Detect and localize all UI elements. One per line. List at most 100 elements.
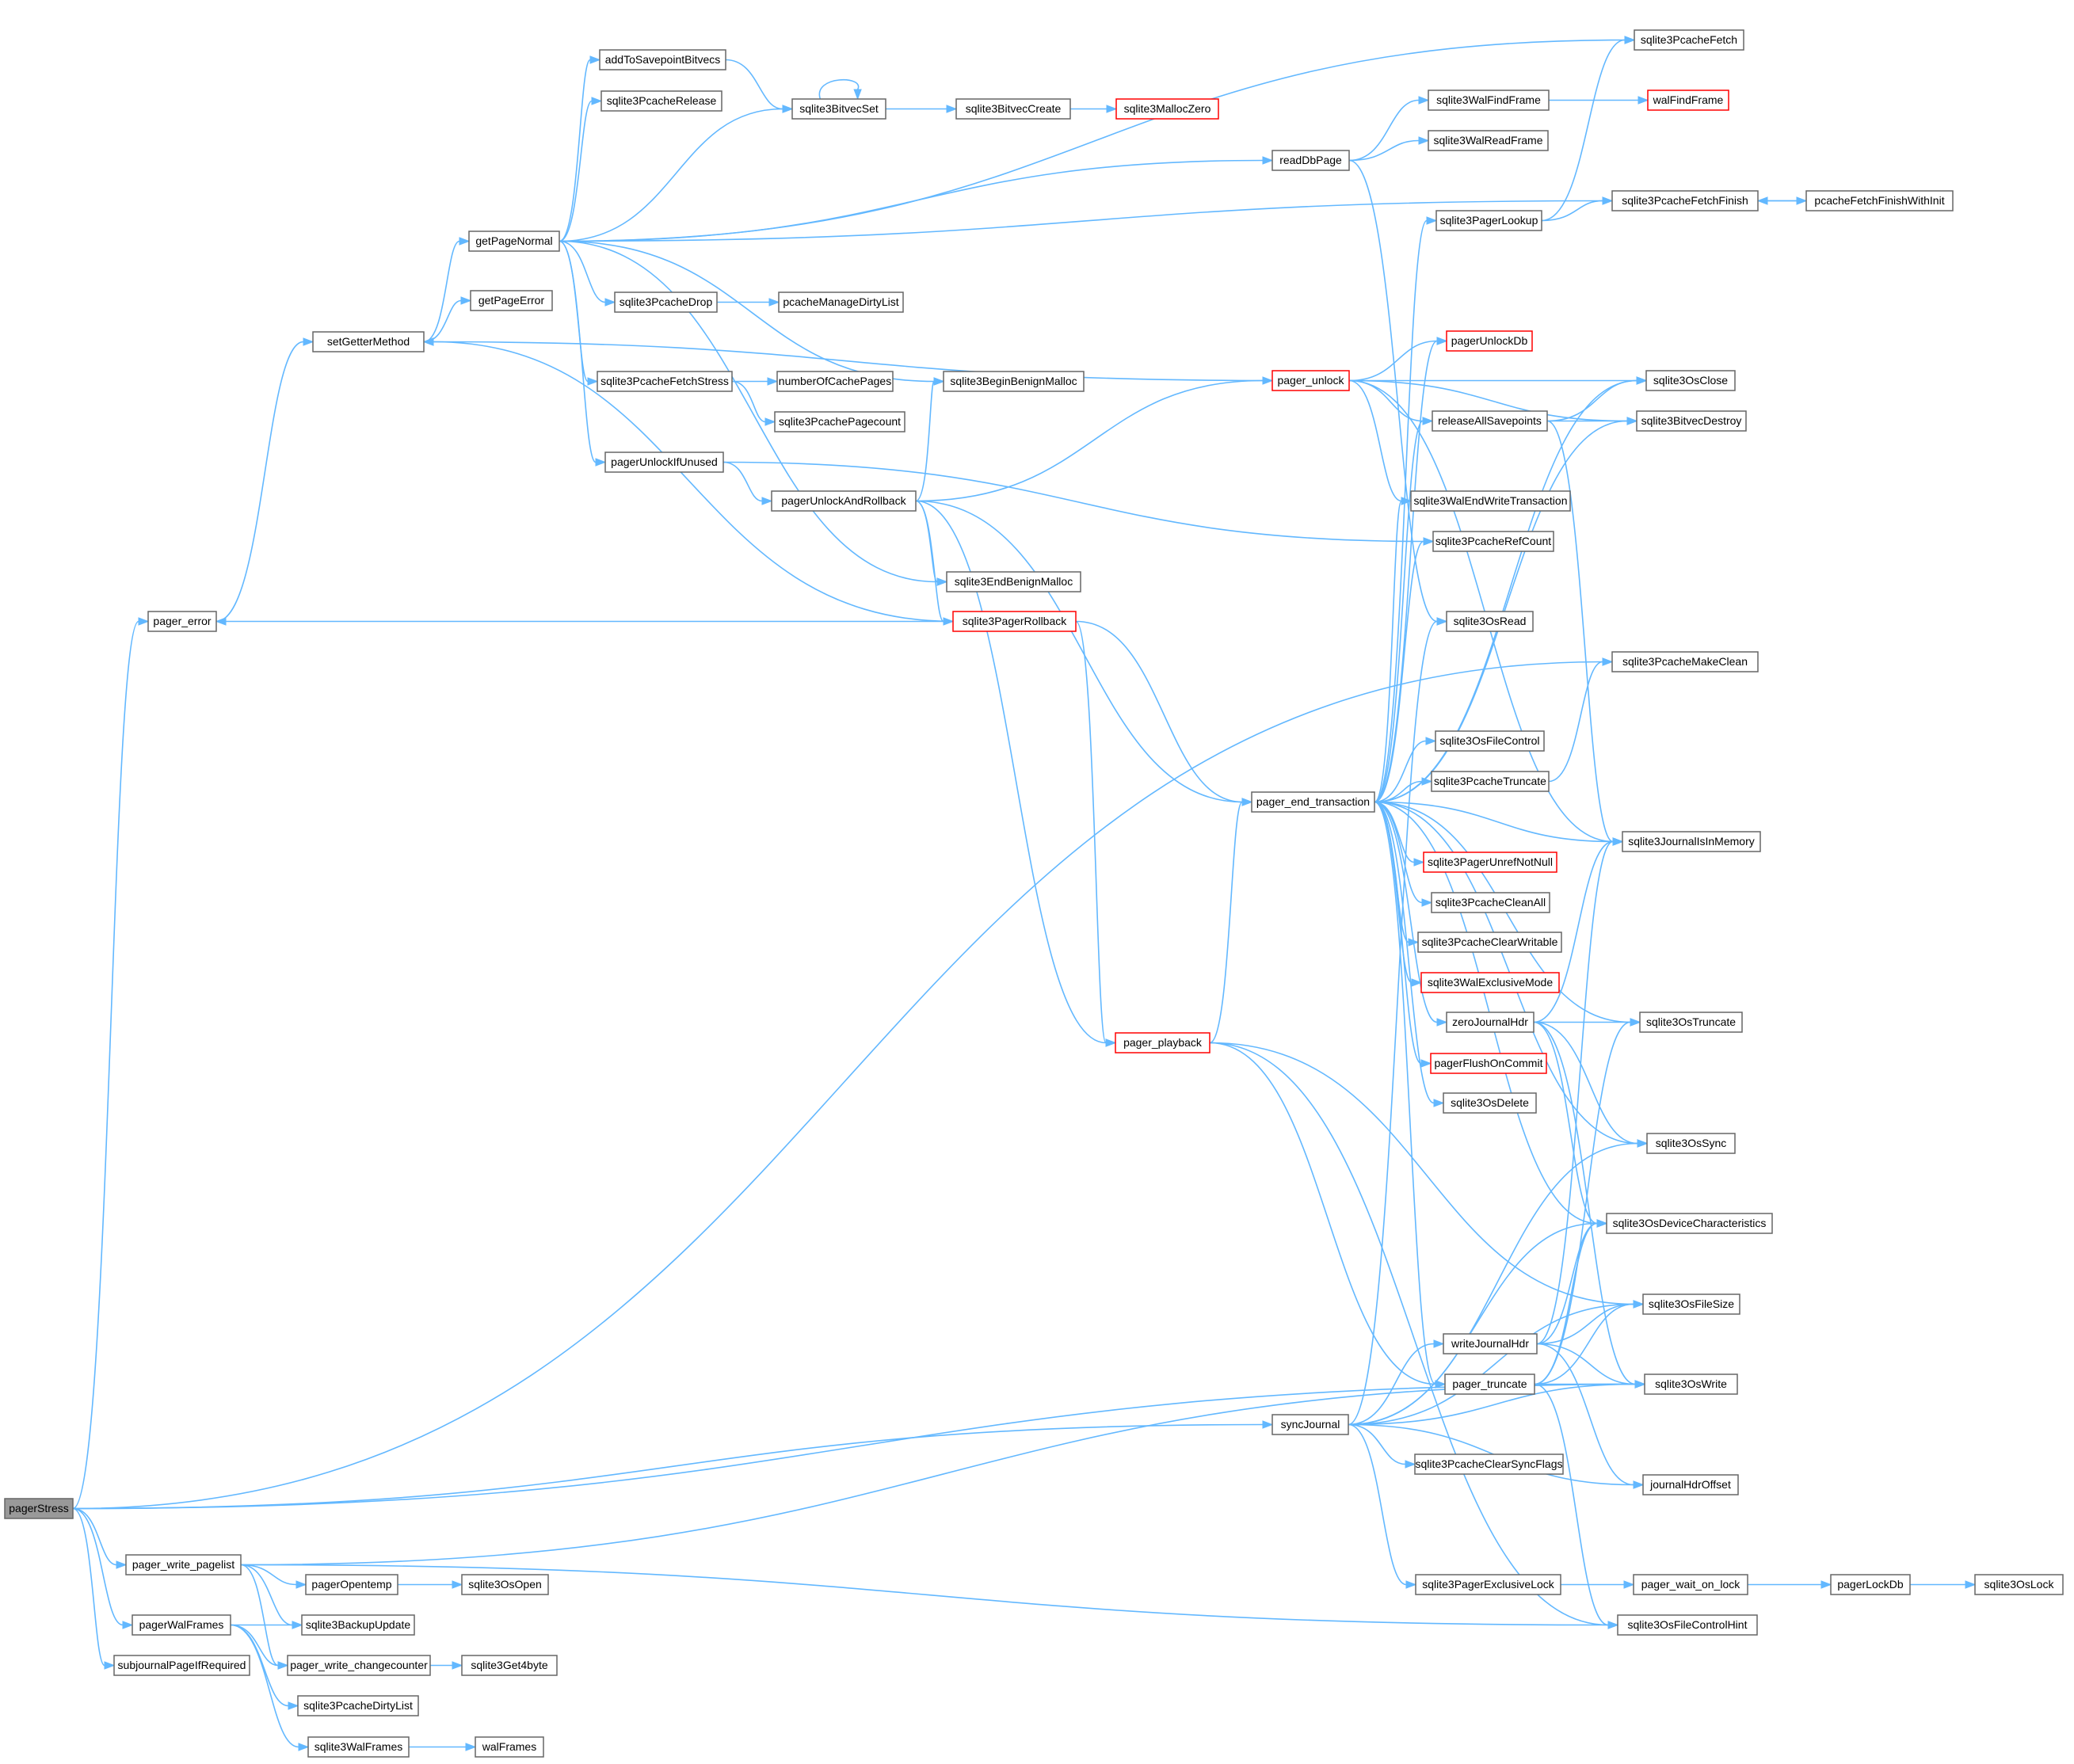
node-pagerStress[interactable]: pagerStress <box>4 1498 74 1519</box>
node-sqlite3OsDelete[interactable]: sqlite3OsDelete <box>1443 1092 1537 1114</box>
node-pcacheManageDirtyList[interactable]: pcacheManageDirtyList <box>778 291 904 313</box>
node-pagerUnlockAndRollback[interactable]: pagerUnlockAndRollback <box>771 490 917 512</box>
node-sqlite3JournalIsInMemory[interactable]: sqlite3JournalIsInMemory <box>1622 831 1761 852</box>
node-syncJournal[interactable]: syncJournal <box>1271 1414 1349 1435</box>
node-sqlite3PcacheClearWritable[interactable]: sqlite3PcacheClearWritable <box>1417 932 1562 953</box>
node-sqlite3PcacheMakeClean[interactable]: sqlite3PcacheMakeClean <box>1611 651 1759 672</box>
node-subjournalPageIfRequired[interactable]: subjournalPageIfRequired <box>113 1655 250 1676</box>
node-writeJournalHdr[interactable]: writeJournalHdr <box>1443 1333 1538 1354</box>
node-pagerUnlockIfUnused[interactable]: pagerUnlockIfUnused <box>604 451 724 473</box>
node-sqlite3PcacheClearSyncFlags[interactable]: sqlite3PcacheClearSyncFlags <box>1414 1453 1564 1475</box>
node-pager_end_transaction[interactable]: pager_end_transaction <box>1251 791 1375 813</box>
edge-line <box>240 1564 293 1626</box>
node-label: sqlite3PcacheClearSyncFlags <box>1416 1457 1563 1470</box>
edge-releaseAllSavepoints-to-sqlite3JournalIsInMemory <box>1546 420 1624 846</box>
node-sqlite3PcacheTruncate[interactable]: sqlite3PcacheTruncate <box>1431 771 1550 792</box>
node-label: pagerUnlockAndRollback <box>781 494 906 507</box>
node-sqlite3PcacheFetchStress[interactable]: sqlite3PcacheFetchStress <box>597 371 733 392</box>
node-walFrames[interactable]: walFrames <box>475 1736 544 1758</box>
node-sqlite3EndBenignMalloc[interactable]: sqlite3EndBenignMalloc <box>946 571 1081 592</box>
edge-line <box>230 1624 299 1748</box>
node-sqlite3OsFileControlHint[interactable]: sqlite3OsFileControlHint <box>1617 1614 1758 1636</box>
node-pager_write_changecounter[interactable]: pager_write_changecounter <box>287 1655 431 1676</box>
node-box <box>132 1614 231 1636</box>
node-sqlite3OsClose[interactable]: sqlite3OsClose <box>1645 370 1736 391</box>
node-sqlite3PcacheCleanAll[interactable]: sqlite3PcacheCleanAll <box>1431 892 1550 913</box>
node-sqlite3PcacheFetchFinish[interactable]: sqlite3PcacheFetchFinish <box>1611 190 1759 211</box>
edge-line <box>559 108 783 242</box>
node-sqlite3PagerUnrefNotNull[interactable]: sqlite3PagerUnrefNotNull <box>1423 852 1557 873</box>
node-sqlite3PagerExclusiveLock[interactable]: sqlite3PagerExclusiveLock <box>1415 1574 1561 1595</box>
node-sqlite3WalReadFrame[interactable]: sqlite3WalReadFrame <box>1428 130 1549 151</box>
node-sqlite3WalFrames[interactable]: sqlite3WalFrames <box>307 1736 410 1758</box>
node-pagerLockDb[interactable]: pagerLockDb <box>1830 1574 1911 1595</box>
node-box <box>774 411 905 432</box>
node-label: sqlite3WalExclusiveMode <box>1428 976 1553 989</box>
node-journalHdrOffset[interactable]: journalHdrOffset <box>1642 1474 1739 1495</box>
edge-pager_end_transaction-to-pagerUnlockDb <box>1374 337 1448 803</box>
node-pager_unlock[interactable]: pager_unlock <box>1271 370 1350 391</box>
node-zeroJournalHdr[interactable]: zeroJournalHdr <box>1446 1012 1535 1033</box>
edge-line <box>1541 200 1603 222</box>
node-getPageNormal[interactable]: getPageNormal <box>468 231 560 252</box>
node-getPageError[interactable]: getPageError <box>470 290 553 311</box>
node-sqlite3OsSync[interactable]: sqlite3OsSync <box>1646 1133 1736 1154</box>
node-sqlite3OsWrite[interactable]: sqlite3OsWrite <box>1644 1373 1738 1395</box>
node-box <box>470 290 553 311</box>
node-pager_truncate[interactable]: pager_truncate <box>1444 1373 1535 1395</box>
node-sqlite3OsDeviceCharacteristics[interactable]: sqlite3OsDeviceCharacteristics <box>1606 1213 1773 1234</box>
node-sqlite3OsOpen[interactable]: sqlite3OsOpen <box>461 1574 549 1595</box>
edge-line <box>1374 500 1402 803</box>
node-label: sqlite3PcachePagecount <box>779 415 901 428</box>
node-pager_error[interactable]: pager_error <box>147 611 217 632</box>
node-label: pagerLockDb <box>1837 1578 1903 1591</box>
node-addToSavepointBitvecs[interactable]: addToSavepointBitvecs <box>599 49 726 70</box>
node-box <box>1446 1012 1535 1033</box>
node-sqlite3OsLock[interactable]: sqlite3OsLock <box>1974 1574 2064 1595</box>
node-sqlite3OsTruncate[interactable]: sqlite3OsTruncate <box>1639 1012 1743 1033</box>
node-sqlite3WalFindFrame[interactable]: sqlite3WalFindFrame <box>1428 90 1550 111</box>
edge-arrowhead <box>116 1560 128 1569</box>
node-box <box>1271 1414 1349 1435</box>
node-sqlite3PagerLookup[interactable]: sqlite3PagerLookup <box>1435 210 1542 231</box>
node-pagerFlushOnCommit[interactable]: pagerFlushOnCommit <box>1430 1053 1547 1074</box>
node-pcacheFetchFinishWithInit[interactable]: pcacheFetchFinishWithInit <box>1805 190 1954 211</box>
node-sqlite3PcacheDrop[interactable]: sqlite3PcacheDrop <box>614 291 718 313</box>
edge-pager_write_pagelist-to-sqlite3OsWrite <box>240 1380 1646 1566</box>
node-sqlite3PcacheFetch[interactable]: sqlite3PcacheFetch <box>1634 29 1744 51</box>
node-sqlite3PcachePagecount[interactable]: sqlite3PcachePagecount <box>774 411 905 432</box>
node-sqlite3BitvecCreate[interactable]: sqlite3BitvecCreate <box>955 98 1071 120</box>
node-sqlite3BitvecSet[interactable]: sqlite3BitvecSet <box>791 98 886 120</box>
node-releaseAllSavepoints[interactable]: releaseAllSavepoints <box>1432 410 1548 432</box>
node-pagerWalFrames[interactable]: pagerWalFrames <box>132 1614 231 1636</box>
node-sqlite3PagerRollback[interactable]: sqlite3PagerRollback <box>952 611 1077 632</box>
edge-sqlite3PcacheFetchStress-to-numberOfCachePages <box>732 377 779 386</box>
node-walFindFrame[interactable]: walFindFrame <box>1647 90 1729 111</box>
node-pagerOpentemp[interactable]: pagerOpentemp <box>305 1574 398 1595</box>
node-sqlite3WalExclusiveMode[interactable]: sqlite3WalExclusiveMode <box>1420 972 1560 993</box>
node-setGetterMethod[interactable]: setGetterMethod <box>312 331 425 352</box>
node-readDbPage[interactable]: readDbPage <box>1271 150 1350 171</box>
node-numberOfCachePages[interactable]: numberOfCachePages <box>776 371 894 392</box>
node-pagerUnlockDb[interactable]: pagerUnlockDb <box>1446 330 1533 352</box>
node-sqlite3WalEndWriteTransaction[interactable]: sqlite3WalEndWriteTransaction <box>1410 490 1571 512</box>
node-sqlite3BeginBenignMalloc[interactable]: sqlite3BeginBenignMalloc <box>943 371 1085 392</box>
edge-getPageNormal-to-sqlite3BitvecSet <box>559 105 794 242</box>
node-sqlite3Get4byte[interactable]: sqlite3Get4byte <box>461 1655 558 1676</box>
node-sqlite3OsFileSize[interactable]: sqlite3OsFileSize <box>1642 1293 1740 1315</box>
node-sqlite3OsRead[interactable]: sqlite3OsRead <box>1446 611 1534 632</box>
node-box <box>1805 190 1954 211</box>
edge-arrowhead <box>1602 657 1614 666</box>
node-sqlite3PcacheDirtyList[interactable]: sqlite3PcacheDirtyList <box>297 1695 419 1716</box>
node-sqlite3PcacheRelease[interactable]: sqlite3PcacheRelease <box>600 90 722 112</box>
node-pager_playback[interactable]: pager_playback <box>1115 1032 1210 1053</box>
node-sqlite3PcacheRefCount[interactable]: sqlite3PcacheRefCount <box>1432 531 1554 552</box>
node-sqlite3OsFileControl[interactable]: sqlite3OsFileControl <box>1435 730 1545 752</box>
node-pager_wait_on_lock[interactable]: pager_wait_on_lock <box>1633 1574 1748 1595</box>
node-sqlite3BackupUpdate[interactable]: sqlite3BackupUpdate <box>301 1614 415 1636</box>
node-pager_write_pagelist[interactable]: pager_write_pagelist <box>125 1554 242 1575</box>
node-sqlite3BitvecDestroy[interactable]: sqlite3BitvecDestroy <box>1636 410 1747 432</box>
node-box <box>1974 1574 2064 1595</box>
node-label: pagerFlushOnCommit <box>1435 1057 1543 1069</box>
node-sqlite3MallocZero[interactable]: sqlite3MallocZero <box>1115 98 1219 120</box>
